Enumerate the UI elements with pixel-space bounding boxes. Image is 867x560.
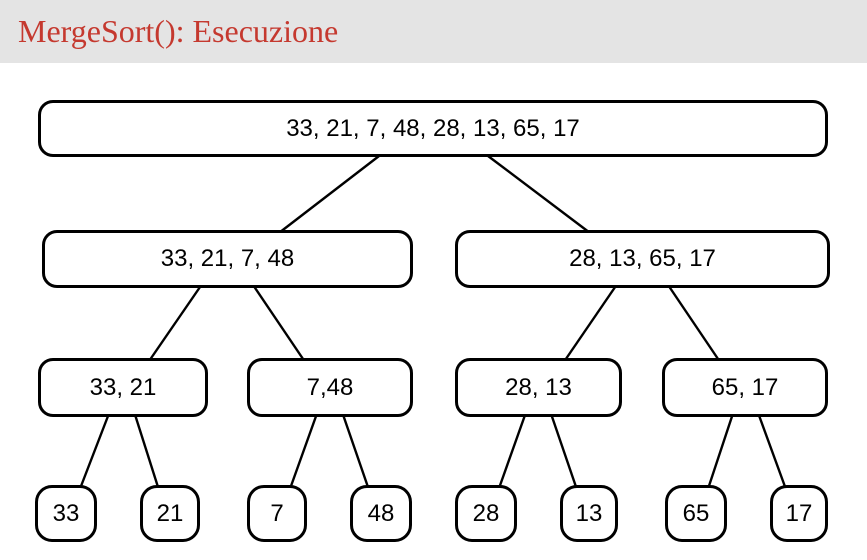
tree-edge — [289, 413, 318, 489]
slide-title: MergeSort(): Esecuzione — [18, 13, 339, 49]
tree-node-level1-1: 28, 13, 65, 17 — [455, 230, 830, 288]
tree-node-level2-2: 28, 13 — [455, 358, 622, 417]
tree-node-level3-4: 28 — [455, 485, 517, 542]
tree-edge — [707, 413, 734, 489]
tree-node-level2-3: 65, 17 — [662, 358, 828, 417]
tree-edge — [549, 413, 578, 489]
tree-edge — [497, 413, 527, 489]
tree-edge — [133, 413, 160, 489]
tree-node-level2-1: 7,48 — [247, 358, 413, 417]
tree-node-level0-0: 33, 21, 7, 48, 28, 13, 65, 17 — [38, 100, 828, 157]
tree-edge — [563, 284, 618, 362]
tree-node-level3-6: 65 — [665, 485, 727, 542]
tree-node-level3-2: 7 — [247, 485, 307, 542]
tree-node-level3-5: 13 — [560, 485, 618, 542]
tree-edge — [148, 284, 203, 362]
tree-edge — [278, 153, 383, 234]
slide-header: MergeSort(): Esecuzione — [0, 0, 867, 63]
tree-edge — [484, 153, 591, 234]
tree-node-level3-1: 21 — [140, 485, 200, 542]
tree-edge — [757, 413, 787, 489]
tree-edge — [667, 284, 721, 362]
tree-edge — [341, 413, 370, 489]
tree-edge — [79, 413, 110, 489]
tree-node-level3-7: 17 — [770, 485, 828, 542]
tree-node-level1-0: 33, 21, 7, 48 — [42, 230, 413, 288]
tree-node-level3-3: 48 — [350, 485, 412, 542]
tree-edge — [252, 284, 306, 362]
tree-node-level2-0: 33, 21 — [38, 358, 208, 417]
tree-node-level3-0: 33 — [35, 485, 97, 542]
